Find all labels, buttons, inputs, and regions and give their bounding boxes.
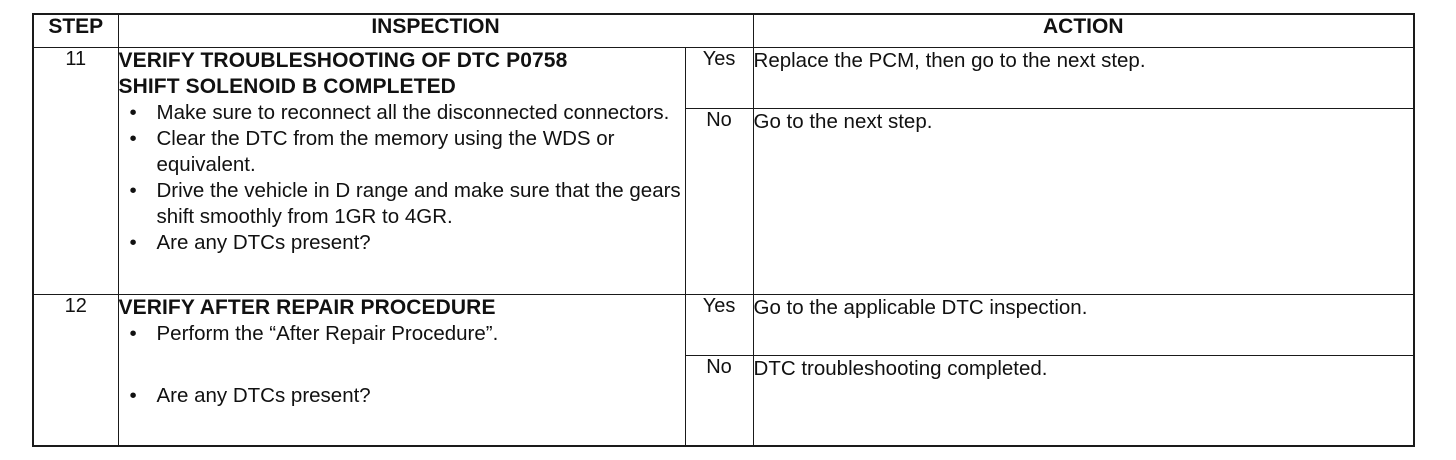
table-row: 12 VERIFY AFTER REPAIR PROCEDURE Perform… [32, 294, 1415, 446]
table-row: No DTC troubleshooting completed. [33, 355, 1415, 446]
yes-label: Yes [684, 47, 754, 109]
no-action: Go to the next step. [752, 108, 1415, 295]
troubleshooting-table: STEP INSPECTION ACTION 11 VERIFY TROUBLE… [32, 13, 1416, 447]
inspection-bullets: Are any DTCs present? [119, 383, 685, 409]
step-number: 11 [32, 47, 119, 295]
list-item: Are any DTCs present? [119, 383, 685, 409]
table-row: 11 VERIFY TROUBLESHOOTING OF DTC P0758 S… [32, 47, 1415, 295]
inspection-title: VERIFY TROUBLESHOOTING OF DTC P0758 SHIF… [118, 49, 568, 98]
table-row: No Go to the next step. [33, 108, 1415, 295]
header-row: STEP INSPECTION ACTION [32, 13, 1415, 48]
no-label: No [684, 355, 754, 446]
inspection-cell: VERIFY AFTER REPAIR PROCEDURE Perform th… [117, 294, 686, 446]
yes-action: Go to the applicable DTC inspection. [752, 294, 1415, 356]
inspection-title: VERIFY AFTER REPAIR PROCEDURE [118, 296, 496, 319]
list-item: Clear the DTC from the memory using the … [119, 126, 685, 178]
inspection-cell: VERIFY TROUBLESHOOTING OF DTC P0758 SHIF… [117, 47, 686, 295]
header-inspection: INSPECTION [117, 13, 754, 48]
list-item: Perform the “After Repair Procedure”. [119, 321, 685, 347]
no-label: No [684, 108, 754, 295]
header-step: STEP [32, 13, 119, 48]
no-action: DTC troubleshooting completed. [752, 355, 1415, 446]
list-item: Drive the vehicle in D range and make su… [119, 178, 685, 230]
list-item: Are any DTCs present? [119, 230, 685, 256]
step-number: 12 [32, 294, 119, 446]
header-action: ACTION [752, 13, 1415, 48]
yes-action: Replace the PCM, then go to the next ste… [752, 47, 1415, 109]
inspection-bullets: Perform the “After Repair Procedure”. [119, 321, 685, 347]
spacer [119, 347, 685, 383]
inspection-bullets: Make sure to reconnect all the disconnec… [119, 100, 685, 256]
list-item: Make sure to reconnect all the disconnec… [119, 100, 685, 126]
yes-label: Yes [684, 294, 754, 356]
